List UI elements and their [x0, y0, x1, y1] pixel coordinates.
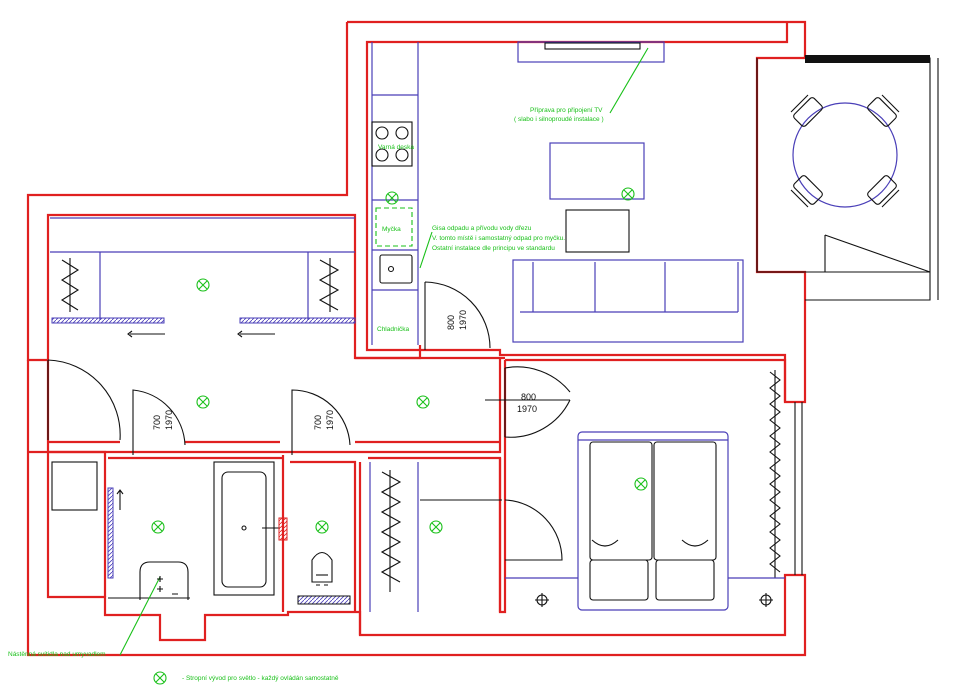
hall-wardrobe [50, 217, 356, 338]
door-height-4: 1970 [325, 410, 335, 430]
tv-unit: Příprava pro připojení TV ( slabo i siln… [514, 41, 665, 123]
light-hall [196, 395, 210, 409]
legend-light-icon [153, 671, 167, 685]
light-kitchen [385, 191, 399, 205]
wc [297, 551, 351, 605]
sink-note-line3: Ostatní instalace dle principu ve standa… [432, 245, 555, 252]
door-height-3: 1970 [164, 410, 174, 430]
legend: - Stropní vývod pro světlo - každý ovlád… [153, 671, 339, 685]
doors [47, 281, 571, 561]
door-height-1: 1970 [458, 310, 468, 330]
light-closet [429, 520, 443, 534]
legend-text: - Stropní vývod pro světlo - každý ovlád… [182, 675, 339, 682]
sink-note-line2: V. tomto místě i samostatný odpad pro my… [432, 235, 565, 242]
door-height-2: 1970 [517, 404, 537, 414]
tv-sublabel: ( slabo i silnoproudé instalace ) [514, 116, 604, 123]
sofa [512, 259, 744, 343]
dishwasher-label: Myčka [382, 226, 401, 233]
door-width-4: 700 [313, 415, 323, 430]
light-bathroom [151, 520, 165, 534]
kitchen-text: Varná deska Myčka Chladnička [377, 144, 414, 333]
door-width-2: 800 [521, 392, 536, 402]
light-living [621, 187, 635, 201]
bedroom [505, 370, 785, 611]
door-dimensions: 800 1970 800 1970 700 1970 700 1970 [152, 310, 537, 430]
sink-note-line1: Gisa odpadu a přívodu vody dřezu [432, 225, 532, 232]
balcony-table [790, 94, 900, 208]
coffee-table [549, 142, 645, 200]
door-width-1: 800 [446, 315, 456, 330]
fridge-label: Chladnička [377, 326, 410, 333]
kitchen-counter [371, 42, 419, 345]
walk-in-closet [369, 462, 419, 612]
balcony [756, 55, 939, 575]
door-width-3: 700 [152, 415, 162, 430]
light-bedroom [634, 477, 648, 491]
sink-note: Gisa odpadu a přívodu vody dřezu V. tomt… [419, 225, 565, 269]
light-hall-wardrobe [196, 278, 210, 292]
ottoman [565, 209, 630, 253]
wall-light-label: Nástěnná svítidla nad umyvadlem [8, 651, 106, 658]
outer-walls [26, 20, 807, 657]
tv-label: Příprava pro připojení TV [530, 107, 603, 114]
light-hall-right [416, 395, 430, 409]
bathroom [51, 461, 288, 600]
light-wc [315, 520, 329, 534]
wall-light-note: Nástěnná svítidla nad umyvadlem [8, 576, 178, 658]
hob-label: Varná deska [378, 144, 414, 151]
